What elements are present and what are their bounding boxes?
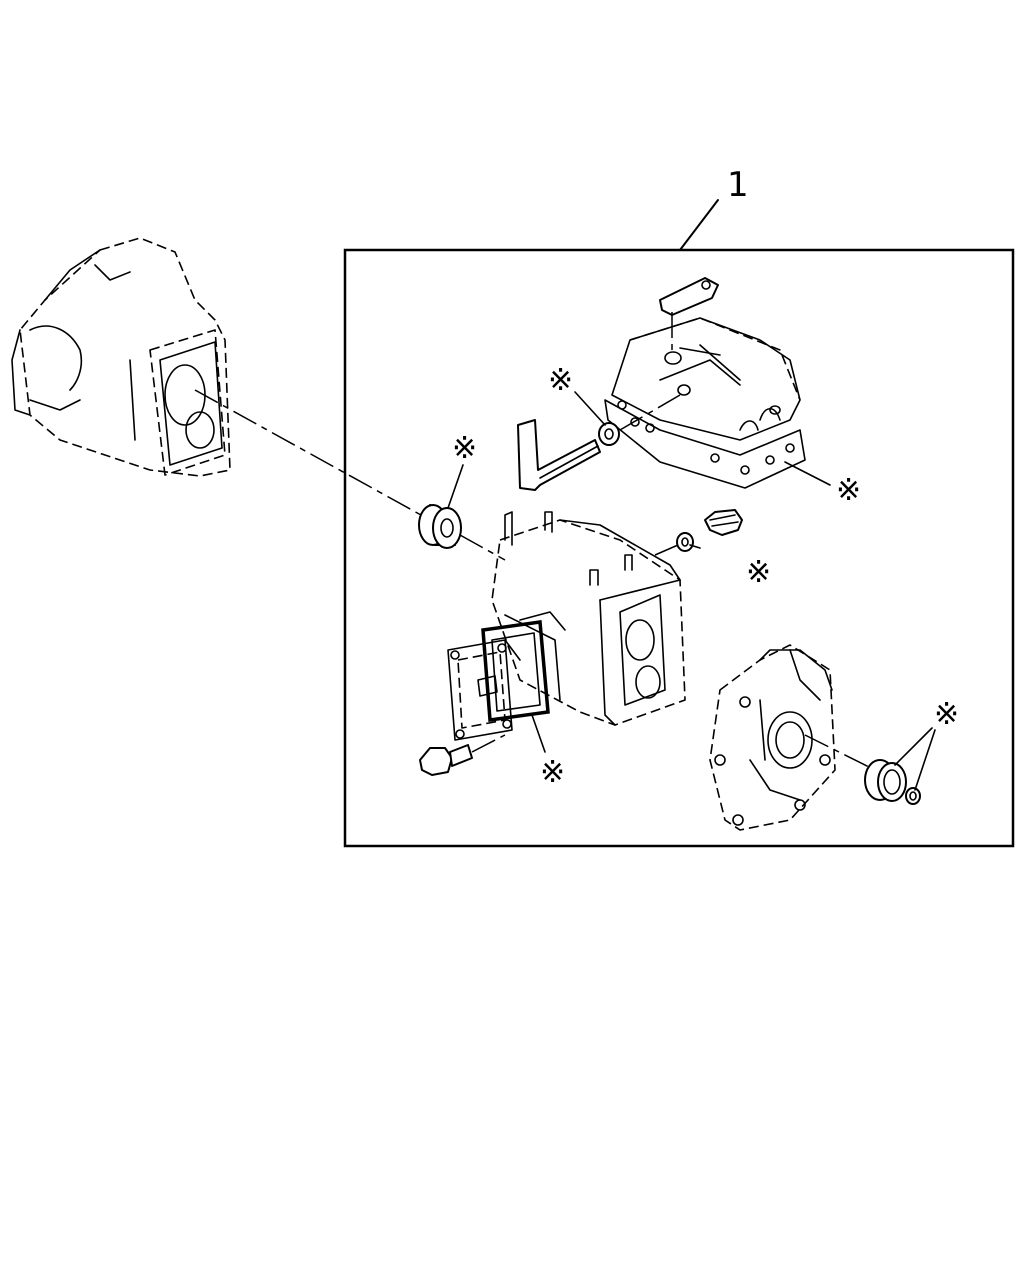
svg-text:※: ※ bbox=[836, 473, 861, 508]
assembly-callout: 1 bbox=[679, 165, 749, 251]
side-cover-plate bbox=[447, 639, 513, 741]
transmission-case bbox=[491, 511, 686, 726]
side-cover-bolt bbox=[419, 734, 506, 776]
kit-mark-washer: ※ bbox=[746, 555, 771, 590]
front-bearing bbox=[418, 504, 462, 549]
o-ring bbox=[905, 787, 921, 805]
top-cover bbox=[611, 317, 801, 441]
kit-mark-bearing: ※ bbox=[447, 431, 477, 509]
top-cover-gasket bbox=[604, 399, 806, 489]
shift-fork-shaft bbox=[517, 394, 681, 491]
svg-text:※: ※ bbox=[934, 697, 959, 732]
svg-text:※: ※ bbox=[548, 363, 573, 398]
rear-oil-seal bbox=[864, 759, 907, 802]
side-washer bbox=[654, 532, 701, 556]
shift-lever bbox=[659, 277, 719, 355]
svg-text:※: ※ bbox=[540, 755, 565, 790]
bell-housing bbox=[11, 237, 231, 477]
assembly-number: 1 bbox=[727, 165, 749, 205]
side-bolt bbox=[704, 509, 743, 536]
kit-mark-rear-seal: ※ bbox=[894, 697, 959, 791]
svg-text:※: ※ bbox=[452, 431, 477, 466]
kit-mark-fork-seal: ※ bbox=[548, 363, 606, 426]
kit-mark-cover-gasket: ※ bbox=[784, 461, 861, 508]
side-cover-gasket bbox=[481, 620, 550, 722]
bearing-center-line bbox=[194, 389, 431, 521]
rear-seal-center-line bbox=[804, 734, 876, 771]
svg-text:※: ※ bbox=[746, 555, 771, 590]
kit-mark-side-gasket: ※ bbox=[531, 714, 565, 790]
rear-extension-housing bbox=[709, 644, 836, 831]
